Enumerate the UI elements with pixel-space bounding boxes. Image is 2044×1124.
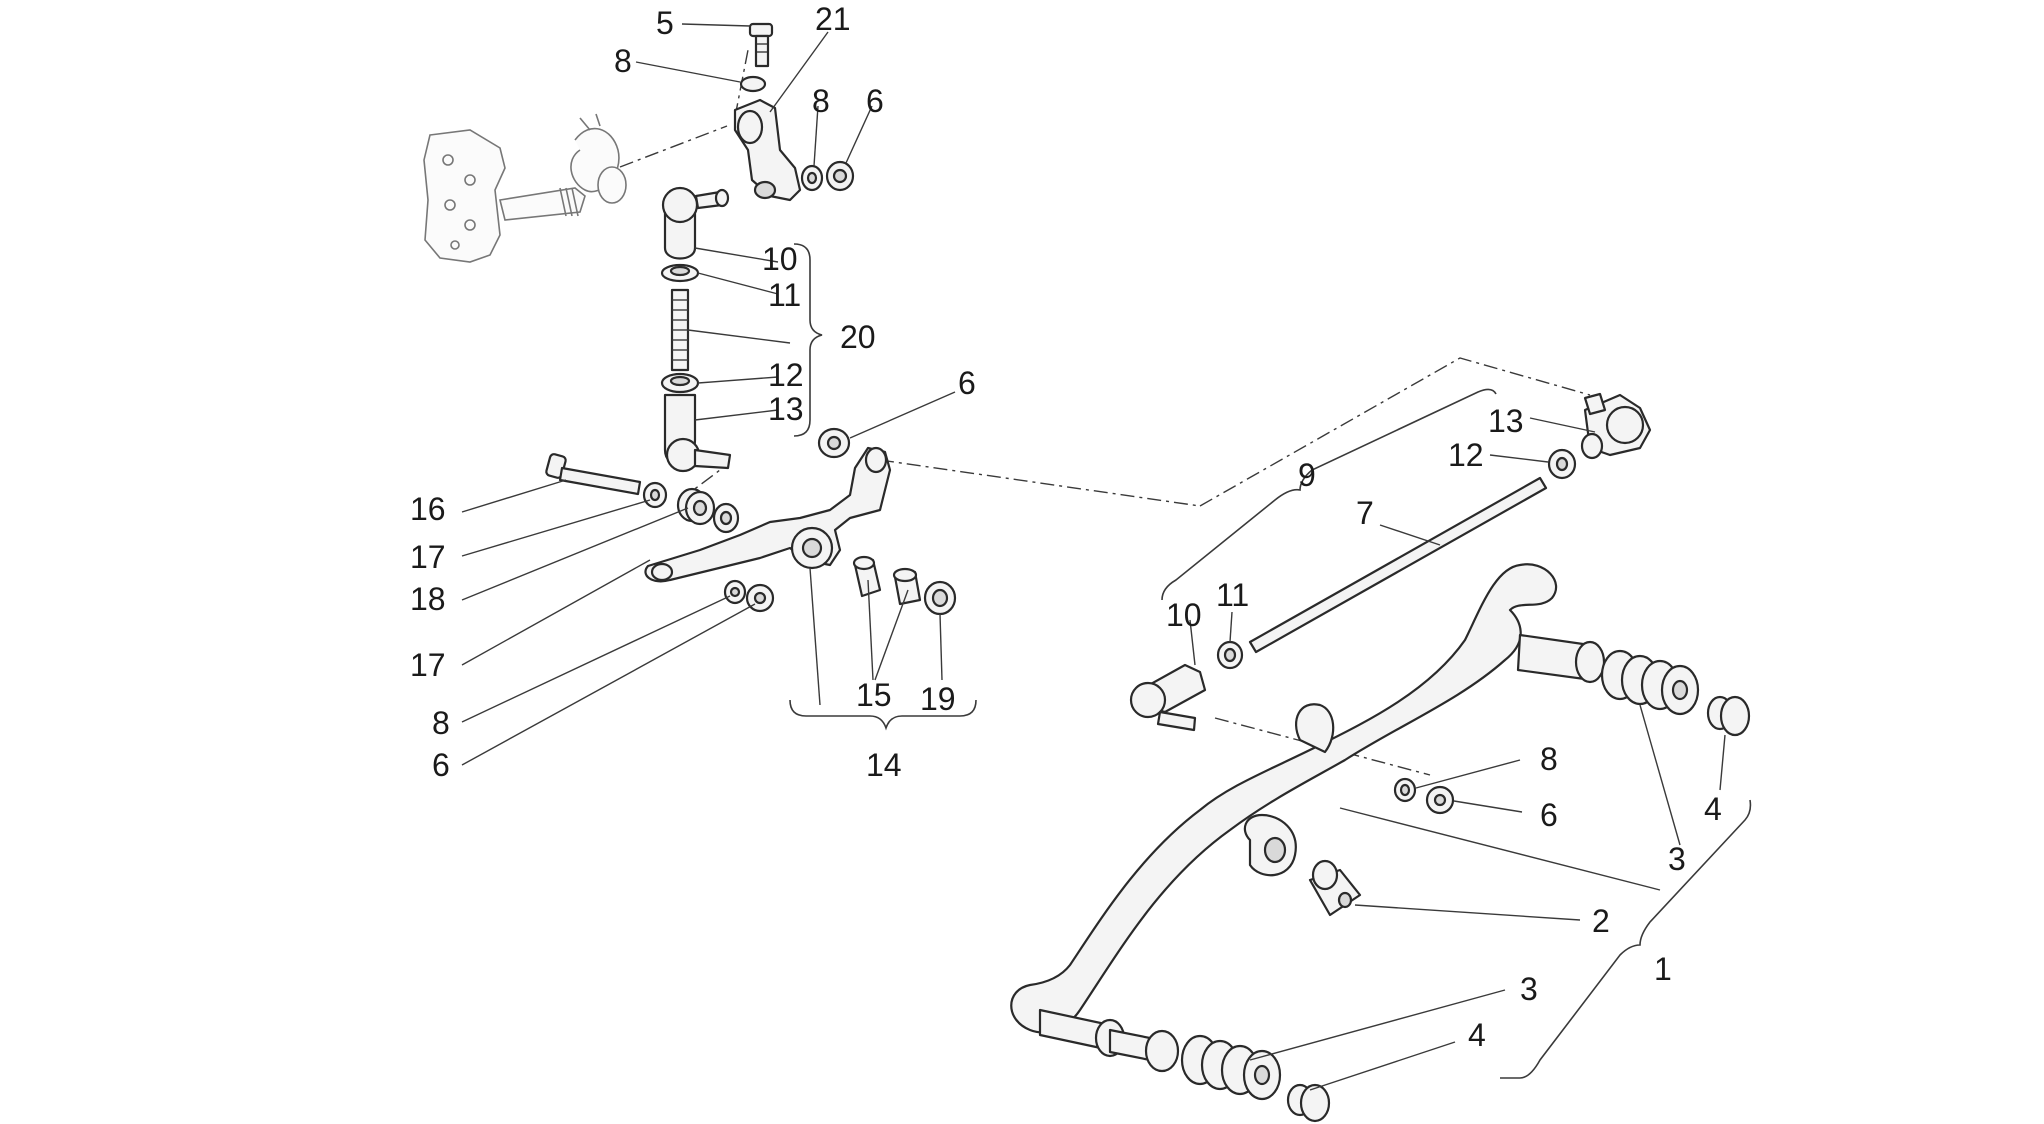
callout-8: 8 <box>1540 741 1558 777</box>
callout-17: 17 <box>410 647 446 683</box>
callout-6: 6 <box>958 365 976 401</box>
callout-10: 10 <box>1166 597 1202 633</box>
callout-17: 17 <box>410 539 446 575</box>
callout-4: 4 <box>1468 1017 1486 1053</box>
callout-3: 3 <box>1520 971 1538 1007</box>
part-4-cap-upper <box>1706 695 1751 737</box>
part-3-rubber-lower <box>1038 1008 1282 1101</box>
callout-3: 3 <box>1668 841 1686 877</box>
callout-6: 6 <box>1540 797 1558 833</box>
part-15-bushings <box>852 555 922 606</box>
braces <box>789 243 1752 1079</box>
shaft-plate <box>423 129 506 263</box>
callout-14: 14 <box>866 747 902 783</box>
part-5-bolt <box>748 22 774 68</box>
callout-6: 6 <box>866 83 884 119</box>
gear-shift-shaft-assembly <box>423 113 627 263</box>
part-8-washer-top <box>739 75 767 93</box>
part-10-ball-joint-right <box>1129 663 1207 732</box>
callout-10: 10 <box>762 241 798 277</box>
callout-11: 11 <box>1216 577 1249 613</box>
callout-4: 4 <box>1704 791 1722 827</box>
part-1-crank-arm <box>1010 563 1558 1034</box>
part-13-ball-joint-right <box>1580 392 1652 460</box>
callout-18: 18 <box>410 581 446 617</box>
callout-16: 16 <box>410 491 446 527</box>
part-3-rubber-upper <box>1516 633 1700 716</box>
callout-5: 5 <box>656 5 674 41</box>
callout-labels: 5 21 8 8 6 10 11 20 12 13 6 16 17 18 17 … <box>410 1 1722 1053</box>
part-20-rod-assembly <box>660 186 732 473</box>
callout-8: 8 <box>812 83 830 119</box>
callout-8: 8 <box>614 43 632 79</box>
callout-20: 20 <box>840 319 876 355</box>
callout-13: 13 <box>1488 403 1524 439</box>
part-6-nut-right-lower <box>1425 785 1455 815</box>
part-6-nut-top <box>825 160 855 192</box>
callout-2: 2 <box>1592 903 1610 939</box>
callout-11: 11 <box>768 277 801 313</box>
part-6-nut-lower <box>745 583 775 613</box>
part-2-bushing <box>1308 859 1362 917</box>
callout-12: 12 <box>768 357 804 393</box>
callout-13: 13 <box>768 391 804 427</box>
callout-6: 6 <box>432 747 450 783</box>
part-19-cap <box>923 580 957 616</box>
part-16-bolt <box>545 453 642 496</box>
callout-9: 9 <box>1298 457 1316 493</box>
part-14-lever <box>644 446 892 583</box>
part-7-rod <box>1248 476 1548 654</box>
callout-12: 12 <box>1448 437 1484 473</box>
leader-lines <box>461 23 1726 1091</box>
callout-7: 7 <box>1356 495 1374 531</box>
callout-1: 1 <box>1654 951 1672 987</box>
part-21-bracket <box>733 98 802 202</box>
callout-21: 21 <box>815 1 851 37</box>
callout-19: 19 <box>920 681 956 717</box>
part-4-cap-lower <box>1286 1083 1331 1123</box>
part-6-nut-mid <box>817 427 851 459</box>
shaft-rod <box>499 187 586 221</box>
callout-8: 8 <box>432 705 450 741</box>
part-18-spacer <box>676 487 716 526</box>
callout-15: 15 <box>856 677 892 713</box>
